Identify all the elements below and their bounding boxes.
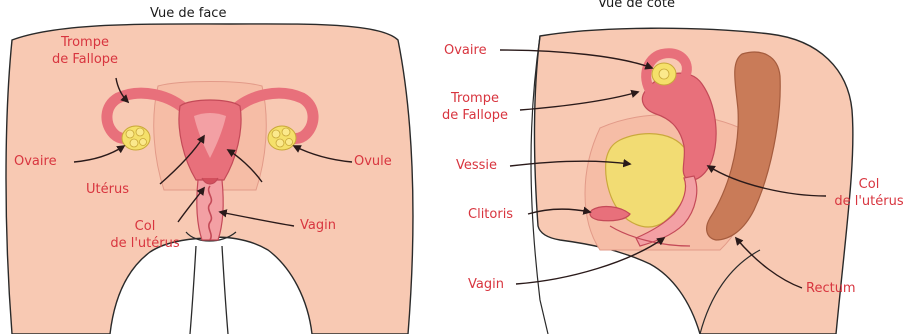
front-label-col-line2: de l'utérus bbox=[100, 235, 190, 252]
side-label-vessie: Vessie bbox=[456, 157, 497, 174]
side-label-vagin: Vagin bbox=[468, 276, 504, 293]
side-label-clitoris: Clitoris bbox=[468, 206, 513, 223]
side-ovary bbox=[652, 63, 676, 85]
side-label-trompe-line2: de Fallope bbox=[430, 107, 520, 124]
front-label-trompe: Trompe de Fallope bbox=[40, 34, 130, 68]
front-ovary-right bbox=[268, 126, 296, 150]
side-view-title: Vue de côté bbox=[598, 0, 675, 11]
front-label-col-line1: Col bbox=[100, 218, 190, 235]
side-label-col-line2: de l'utérus bbox=[826, 193, 912, 210]
front-label-ovaire: Ovaire bbox=[14, 153, 57, 170]
front-label-trompe-line1: Trompe bbox=[40, 34, 130, 51]
side-label-trompe-line1: Trompe bbox=[430, 90, 520, 107]
front-ovary-left bbox=[122, 126, 150, 150]
side-view-figure bbox=[500, 28, 853, 334]
front-label-trompe-line2: de Fallope bbox=[40, 51, 130, 68]
front-label-col: Col de l'utérus bbox=[100, 218, 190, 252]
front-label-uterus: Utérus bbox=[86, 181, 129, 198]
front-leg-line-left bbox=[190, 246, 196, 334]
front-view-title: Vue de face bbox=[150, 6, 226, 21]
side-label-trompe: Trompe de Fallope bbox=[430, 90, 520, 124]
front-label-vagin: Vagin bbox=[300, 217, 336, 234]
front-label-ovule: Ovule bbox=[354, 153, 392, 170]
front-view-figure bbox=[6, 24, 413, 334]
side-label-ovaire: Ovaire bbox=[444, 42, 487, 59]
side-label-rectum: Rectum bbox=[806, 280, 856, 297]
side-label-col: Col de l'utérus bbox=[826, 176, 912, 210]
side-label-col-line1: Col bbox=[826, 176, 912, 193]
front-leg-line-right bbox=[222, 246, 228, 334]
